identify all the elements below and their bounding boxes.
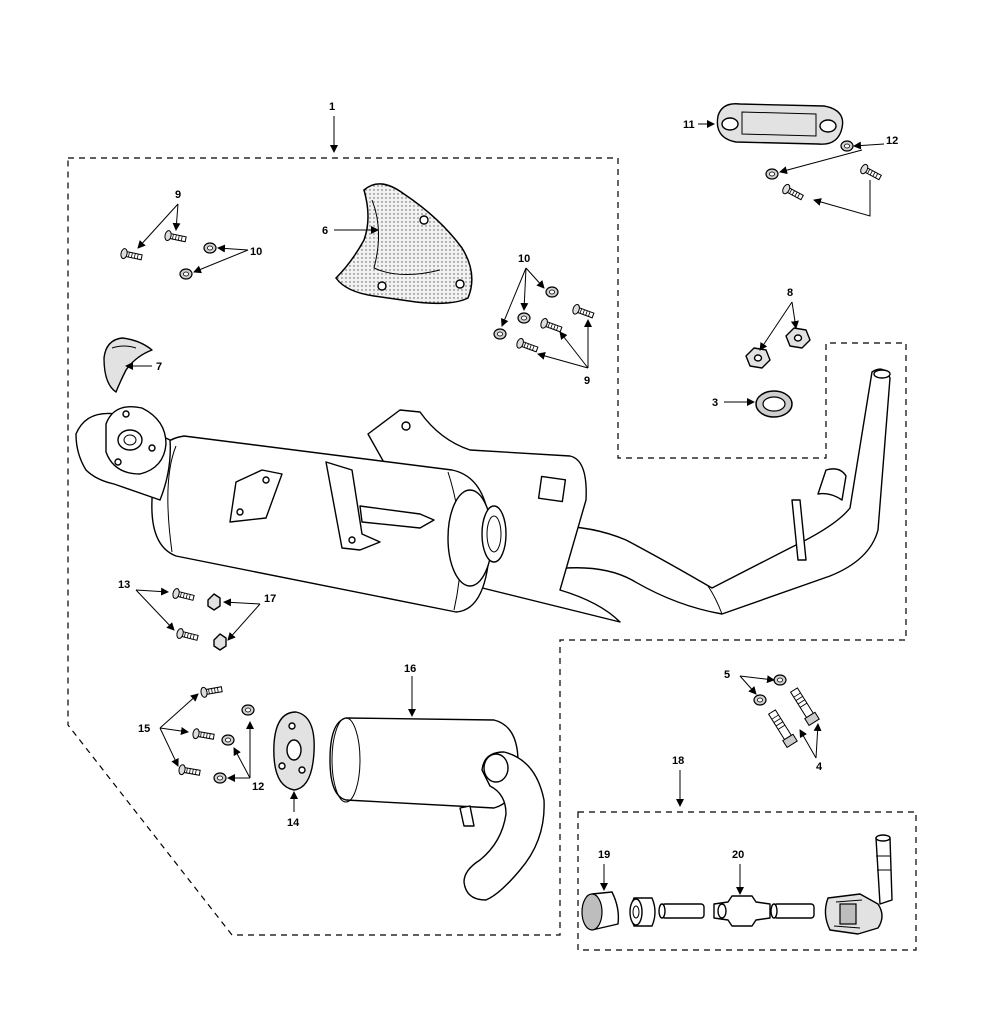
callout-labels: 1 11 12 9 6 10 10 8 7 9 3 13 17 16 5 15 …: [118, 101, 898, 861]
flange-gasket-part-14: [273, 711, 315, 791]
callout-18: 18: [672, 755, 684, 767]
fasteners-part-9-10-right: [493, 286, 596, 355]
callout-4: 4: [816, 761, 823, 773]
callout-11: 11: [683, 119, 695, 131]
assembly-18-boundary: [577, 811, 917, 951]
leader-lines: [125, 116, 885, 895]
callout-10-right: 10: [518, 253, 530, 265]
callout-7: 7: [156, 361, 162, 373]
callout-19: 19: [598, 849, 610, 861]
heat-shield-part-6: [335, 183, 473, 305]
callout-12-top: 12: [886, 135, 898, 147]
callout-20: 20: [732, 849, 744, 861]
callout-12-bottom: 12: [252, 781, 264, 793]
fasteners-part-9-10-left: [119, 229, 217, 280]
fasteners-part-4-5: [753, 674, 820, 749]
callout-9-right: 9: [584, 375, 590, 387]
assembly-1-boundary: [67, 157, 907, 936]
nuts-part-8: [745, 327, 811, 369]
callout-17: 17: [264, 593, 276, 605]
callout-1: 1: [329, 101, 335, 113]
callout-14: 14: [287, 817, 300, 829]
callout-16: 16: [404, 663, 416, 675]
small-shield-part-7: [103, 337, 153, 393]
fasteners-part-13-17: [171, 587, 227, 651]
callout-5: 5: [724, 669, 730, 681]
exhaust-assembly-part-1: [75, 368, 891, 623]
callout-9-left: 9: [175, 189, 181, 201]
callout-15: 15: [138, 723, 150, 735]
sensor-kit-part-18: [581, 834, 893, 935]
gasket-part-11: [716, 103, 844, 145]
callout-6: 6: [322, 225, 328, 237]
fasteners-part-15-12: [177, 683, 255, 784]
callout-3: 3: [712, 397, 718, 409]
seal-ring-part-3: [755, 390, 793, 418]
callout-10-left: 10: [250, 246, 262, 258]
callout-8: 8: [787, 287, 793, 299]
silencer-part-16: [329, 717, 545, 901]
callout-13: 13: [118, 579, 130, 591]
